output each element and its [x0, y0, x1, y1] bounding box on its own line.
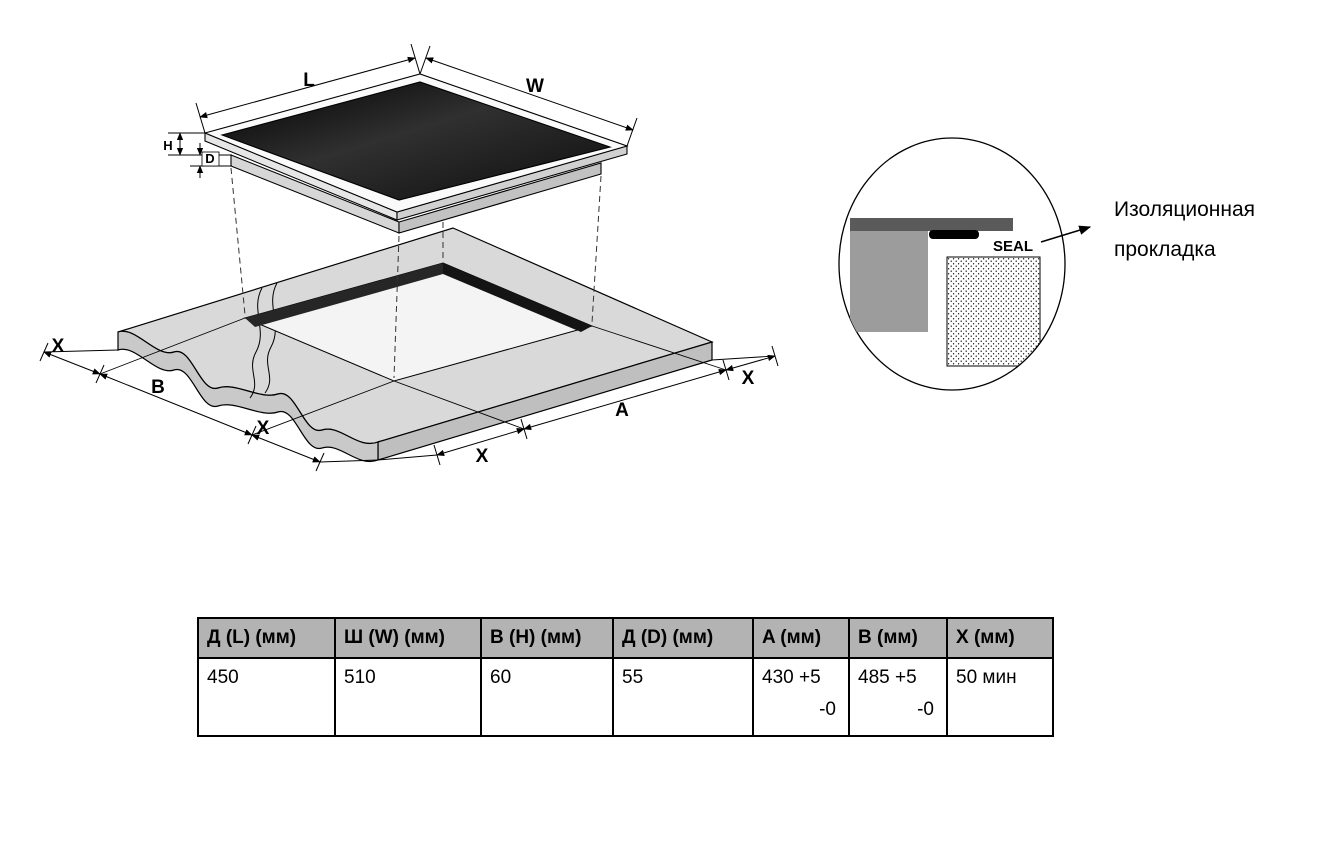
value-cell-D: 55	[612, 657, 754, 737]
seal-annotation: Изоляционная прокладка	[1114, 190, 1255, 270]
seal-label: SEAL	[993, 238, 1033, 255]
col-header-W: Ш (W) (мм)	[334, 617, 482, 659]
dim-label-X-right: X	[742, 368, 755, 389]
detail-glass-panel	[850, 218, 1013, 231]
cutout-hole	[243, 262, 594, 382]
seal-annotation-line1: Изоляционная	[1114, 198, 1256, 221]
dimension-lines	[39, 43, 779, 472]
projection-lines	[230, 167, 602, 379]
col-header-B: B (мм)	[848, 617, 948, 659]
detail-countertop	[850, 231, 928, 332]
col-header-H: В (H) (мм)	[480, 617, 614, 659]
value-cell-B: 485 +5 -0	[848, 657, 948, 737]
table-header-row: Д (L) (мм) Ш (W) (мм) В (H) (мм) Д (D) (…	[197, 617, 1054, 659]
value-cell-W: 510	[334, 657, 482, 737]
value-cell-A: 430 +5 -0	[752, 657, 850, 737]
dim-label-X-left: X	[52, 336, 65, 357]
break-lines	[249, 282, 278, 399]
col-header-A: A (мм)	[752, 617, 850, 659]
dim-label-X-mid: X	[257, 418, 270, 439]
dim-label-A: A	[615, 400, 629, 421]
dimensions-table: Д (L) (мм) Ш (W) (мм) В (H) (мм) Д (D) (…	[197, 617, 1054, 737]
dim-label-B: B	[151, 377, 165, 398]
table-body: 450 510 60 55 430 +5 -0	[197, 657, 1054, 737]
dim-label-D: D	[205, 151, 214, 166]
col-header-X: X (мм)	[946, 617, 1054, 659]
dim-label-X-bottom: X	[476, 446, 489, 467]
seal-annotation-line2: прокладка	[1114, 238, 1216, 261]
dim-label-H: H	[163, 138, 172, 153]
dim-label-L: L	[303, 70, 315, 91]
detail-hob-body	[946, 256, 1041, 367]
value-cell-X: 50 мин	[946, 657, 1054, 737]
dimension-labels: L W H D X B X X A X	[52, 70, 755, 467]
value-cell-L: 450	[197, 657, 336, 737]
seal-detail: SEAL	[838, 137, 1092, 391]
seal-arrow	[1040, 225, 1092, 243]
col-header-D: Д (D) (мм)	[612, 617, 754, 659]
value-cell-H: 60	[480, 657, 614, 737]
dim-label-W: W	[526, 76, 544, 97]
detail-seal-gasket	[929, 230, 979, 239]
col-header-L: Д (L) (мм)	[197, 617, 336, 659]
table-row: 450 510 60 55 430 +5 -0	[197, 657, 1054, 737]
dim-label-D-box	[201, 151, 220, 167]
cooktop	[203, 73, 629, 234]
